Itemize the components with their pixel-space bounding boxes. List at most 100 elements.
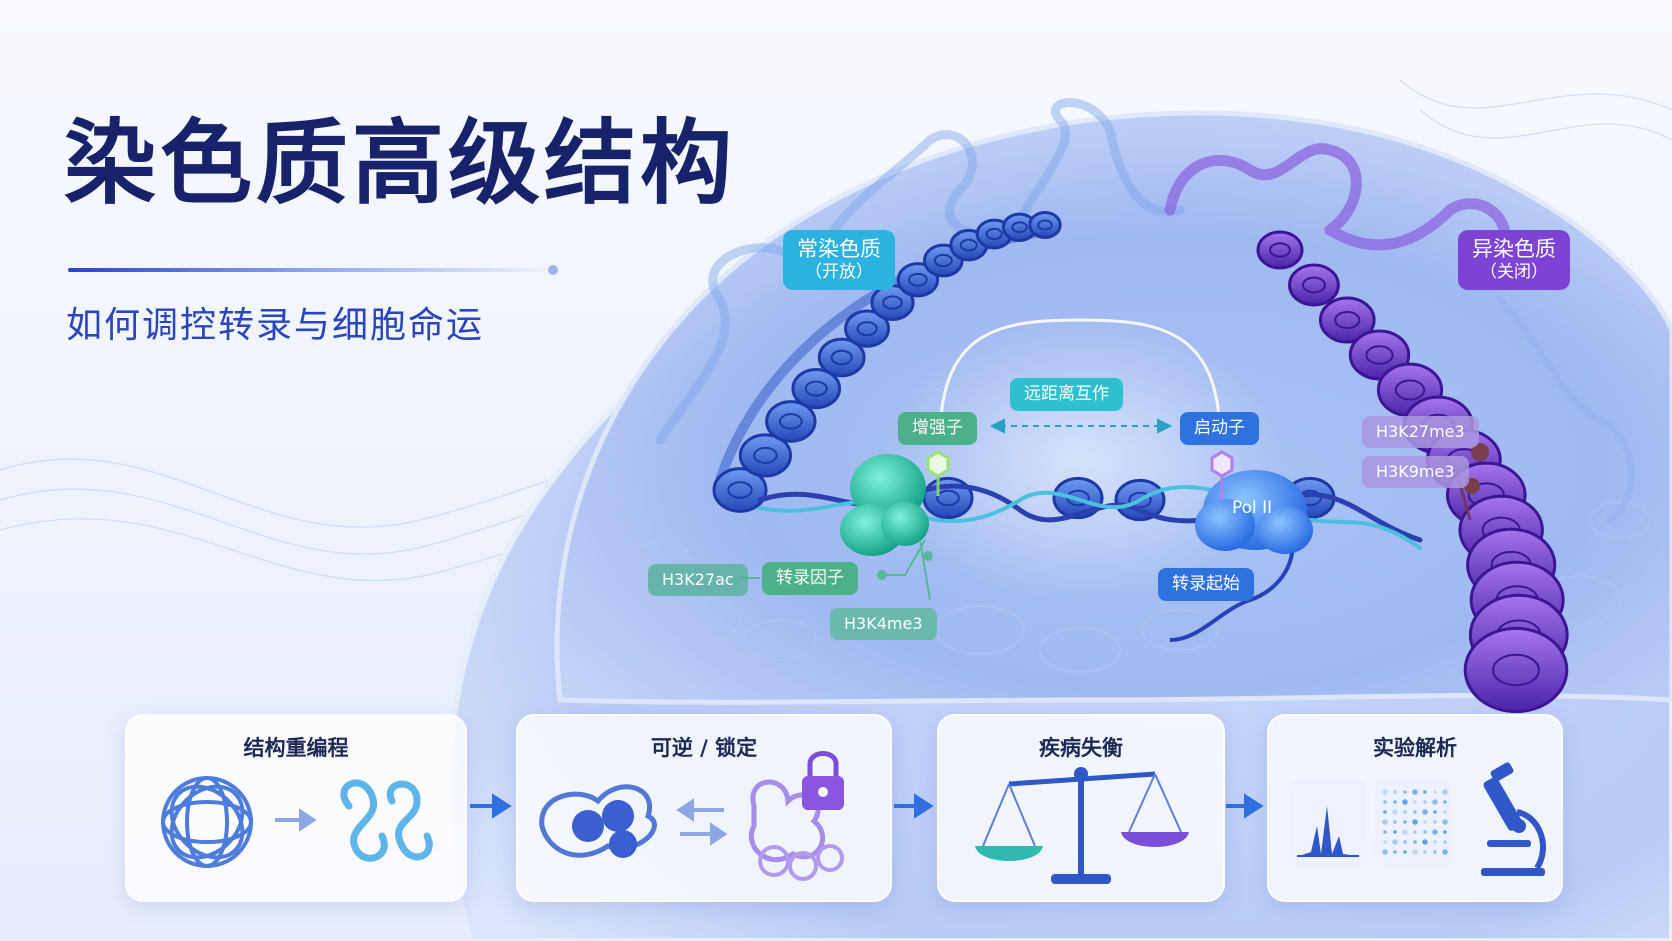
double-arrow-icon [676, 798, 728, 846]
dot-matrix-dot [1402, 799, 1408, 805]
dot-matrix-dot [1392, 839, 1398, 845]
heterochromatin-label: 异染色质 （关闭） [1458, 230, 1570, 290]
nucleosome [817, 337, 866, 378]
nucleosome [712, 467, 768, 513]
nucleosome [844, 309, 891, 348]
nucleosome-core [882, 295, 903, 310]
nucleosome [1318, 296, 1376, 344]
dot-matrix-dot [1443, 810, 1447, 814]
dot-matrix-dot [1422, 809, 1428, 815]
dot-matrix-dot [1393, 800, 1397, 804]
double-arrow-icon [989, 418, 1173, 434]
dot-matrix-dot [1423, 830, 1427, 834]
dot-matrix-dot [1423, 820, 1427, 824]
dot-matrix-dot [1432, 829, 1438, 835]
euchromatin-label-text: 常染色质 [797, 237, 881, 261]
dot-matrix-dot [1412, 819, 1418, 825]
nucleosome [791, 367, 842, 410]
dot-matrix-dot [1403, 790, 1407, 794]
dot-matrix-dot [1442, 789, 1448, 795]
nucleosome-core [727, 481, 753, 499]
dot-matrix-dot [1383, 800, 1387, 804]
arrow-right-icon [275, 808, 317, 832]
dot-matrix-dot [1413, 830, 1417, 834]
nucleosome-core [1394, 379, 1426, 401]
balance-scale-icon [975, 767, 1189, 884]
h3k9me3-label: H3K9me3 [1362, 456, 1469, 488]
nucleosome-core [1301, 276, 1326, 294]
dot-matrix-dot [1383, 810, 1387, 814]
panel-experimental-analysis: 实验解析 [1267, 714, 1563, 902]
dot-matrix-dot [1383, 830, 1387, 834]
panel-title: 实验解析 [1373, 736, 1457, 760]
nucleosome-core [1365, 345, 1394, 365]
dot-matrix-dot [1393, 850, 1397, 854]
long-range-interaction-label: 远距离互作 [1010, 378, 1123, 412]
dot-matrix-dot [1393, 830, 1397, 834]
dot-matrix-dot [1442, 849, 1448, 855]
nucleosome-core [1269, 242, 1291, 258]
dot-matrix-dot [1403, 850, 1407, 854]
dot-matrix-dot [1442, 819, 1448, 825]
title-underline [68, 268, 556, 272]
nucleosome [896, 262, 940, 298]
nucleosome [1288, 263, 1340, 307]
panel-title: 可逆 / 锁定 [650, 736, 758, 760]
dot-matrix-dot [1432, 799, 1438, 805]
nucleosome-core [959, 238, 978, 252]
dot-matrix-dot [1423, 850, 1427, 854]
dot-matrix-dot [1433, 840, 1437, 844]
dot-matrix-dot [1393, 820, 1397, 824]
dot-matrix-dot [1433, 820, 1437, 824]
euchromatin-label: 常染色质 （开放） [783, 230, 895, 290]
dot-matrix-dot [1392, 809, 1398, 815]
dot-matrix-dot [1433, 790, 1437, 794]
promoter-label: 启动子 [1180, 412, 1259, 446]
h3k27me3-label: H3K27me3 [1362, 416, 1479, 448]
dot-matrix-dot [1433, 850, 1437, 854]
nucleosome [738, 433, 793, 478]
rna-transcript [1169, 529, 1295, 642]
dot-matrix-dot [1382, 819, 1388, 825]
h3k27ac-label: H3K27ac [648, 564, 748, 596]
dot-matrix-dot [1413, 840, 1417, 844]
dot-matrix-dot [1403, 810, 1407, 814]
interaction-arc [938, 318, 1222, 441]
transcription-factor-label: 转录因子 [762, 562, 858, 596]
heterochromatin-label-text: 异染色质 [1472, 237, 1556, 261]
nucleosome [765, 400, 817, 443]
dot-matrix-dot [1423, 790, 1427, 794]
nucleus-texture [629, 501, 1651, 673]
dot-matrix-dot [1382, 789, 1388, 795]
heterochromatin-label-sub: （关闭） [1480, 262, 1548, 283]
dot-matrix-dot [1443, 830, 1447, 834]
condensed-chromatin-loops [1164, 143, 1511, 266]
panel-structural-reprogramming: 结构重编程 [125, 714, 467, 902]
dot-matrix-dot [1413, 810, 1417, 814]
dot-matrix-dot [1412, 789, 1418, 795]
nucleosome [1028, 211, 1062, 239]
panel-title: 结构重编程 [243, 736, 349, 760]
reversible-illustration [539, 751, 844, 881]
transcription-factor-protein [840, 454, 929, 556]
nucleosome-core [985, 227, 1003, 241]
dot-matrix-icon [1382, 789, 1448, 855]
panel-title: 疾病失衡 [1039, 736, 1123, 760]
dot-matrix-dot [1413, 800, 1417, 804]
dot-matrix-dot [1403, 840, 1407, 844]
nucleosome-core [936, 489, 960, 507]
dot-matrix-dot [1433, 810, 1437, 814]
page-subtitle: 如何调控转录与细胞命运 [66, 305, 485, 346]
loose-chromatin-loops [655, 98, 1185, 445]
nucleosome-core [804, 380, 828, 397]
pol-ii-label: Pol II [1232, 498, 1273, 518]
euchromatin-label-sub: （开放） [805, 262, 873, 283]
dot-matrix-dot [1403, 820, 1407, 824]
dot-matrix-dot [1443, 840, 1447, 844]
enhancer-label: 增强子 [898, 412, 977, 446]
nucleosome-core [933, 253, 953, 268]
nucleosome-core [1037, 219, 1053, 231]
dot-matrix-dot [1423, 800, 1427, 804]
nucleosome-core [753, 446, 778, 464]
